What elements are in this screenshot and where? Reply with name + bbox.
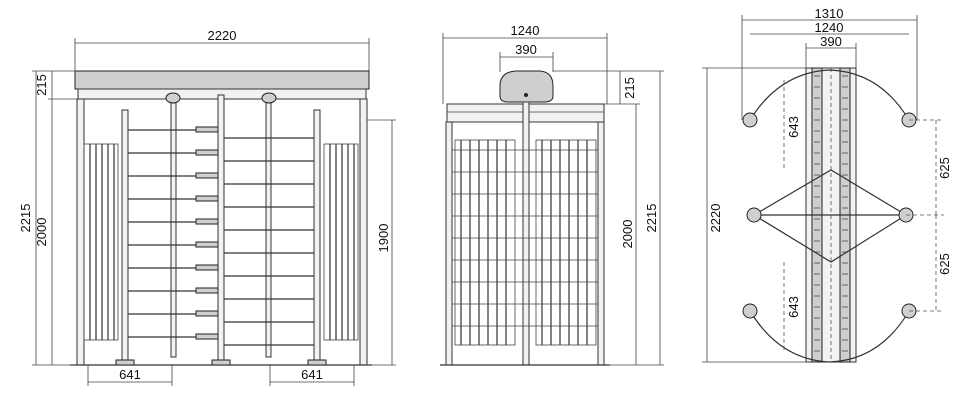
side-view: 1240 390 215 2000 2215 [440,23,664,366]
side-top-label: 215 [622,77,637,99]
side-head-unit [499,70,554,103]
front-roof [74,70,370,90]
top-core-label: 390 [820,34,842,49]
front-width-label: 2220 [208,28,237,43]
front-arm-clamp [195,149,219,156]
top-guard-upper-right [829,69,910,121]
side-center-shaft [522,101,530,366]
top-inner-label: 1240 [815,20,844,35]
front-foot-left [115,359,135,366]
front-total-height-label: 2215 [18,204,33,233]
front-arm-clamp [195,264,219,271]
top-upper-arm-label: 643 [786,116,801,138]
front-arm-clamp [195,310,219,317]
front-arm-clamp [195,126,219,133]
top-depth-label: 2220 [708,204,723,233]
front-left-passage-label: 641 [119,367,141,382]
side-head-label: 390 [515,42,537,57]
side-grille [452,139,598,346]
front-right-post [359,98,368,366]
side-height-label: 2000 [620,220,635,249]
front-view: 2220 215 2215 2000 1900 641 641 [18,28,396,386]
front-arm-clamp [195,333,219,340]
front-foot-right [307,359,327,366]
front-left-post [76,98,85,366]
top-lower-gap-label: 625 [937,253,952,275]
top-post-mid-left [746,207,762,223]
front-arm-clamp [195,241,219,248]
front-left-grille [83,143,119,341]
side-right-post [597,121,605,366]
top-lower-arm-label: 643 [786,296,801,318]
side-grille-panel [454,139,516,346]
top-rail-marks [814,75,848,352]
front-center-shaft [217,94,225,366]
front-rotor-post-left [170,94,177,358]
front-top-label: 215 [34,74,49,96]
top-post-upper-left [742,112,758,128]
front-arm-clamp [195,287,219,294]
side-grille-panel [535,139,597,346]
top-guard-lower-right [829,310,910,363]
front-cap-left [165,92,181,104]
top-guard-upper-left [749,69,831,121]
side-left-post [445,121,453,366]
front-foot-center [211,359,231,366]
front-left-passage-post [121,109,129,366]
front-right-passage-label: 641 [301,367,323,382]
front-right-grille [323,143,359,341]
front-height-label: 2000 [34,218,49,247]
front-right-passage-post [313,109,321,366]
front-arm-clamp [195,195,219,202]
front-rotor-post-right [265,94,272,358]
side-total-height-label: 2215 [644,204,659,233]
front-arm-height-label: 1900 [376,224,391,253]
side-head-light [524,93,528,97]
top-outer-label: 1310 [815,6,844,21]
front-rotor-arms [128,126,314,346]
front-arm-clamp [195,218,219,225]
side-width-label: 1240 [511,23,540,38]
front-cap-right [261,92,277,104]
front-arm-clamp [195,172,219,179]
top-view: 1310 1240 390 2220 643 643 625 625 [702,6,952,363]
top-guard-lower-left [749,310,831,363]
top-post-lower-left [742,303,758,319]
top-upper-gap-label: 625 [937,157,952,179]
